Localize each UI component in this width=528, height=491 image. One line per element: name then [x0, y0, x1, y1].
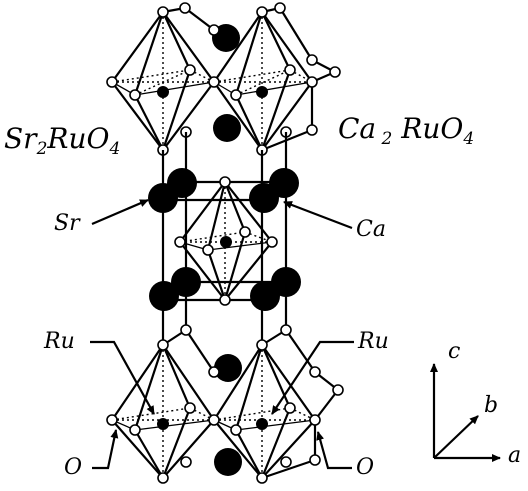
sr-atom — [149, 281, 179, 311]
a-axis-label: a — [508, 443, 521, 468]
ca-label: Ca — [356, 217, 386, 242]
ru-left-pointer-arrow — [90, 340, 155, 415]
ru-atom — [220, 236, 232, 248]
top-left-octahedron — [110, 10, 216, 152]
ca-atom — [250, 281, 280, 311]
ru-atom — [256, 86, 268, 98]
ca2ruo4-label: Ca 2 RuO4 — [338, 112, 474, 149]
atom-labels: Sr Ca Ru Ru O O — [43, 198, 389, 480]
o-left-pointer-arrow — [92, 429, 119, 470]
ru-atom — [157, 86, 169, 98]
sr-pointer-arrow — [91, 198, 149, 226]
large-cation-atom — [213, 114, 241, 142]
crystal-axes: c b a — [430, 339, 521, 468]
sr-atom — [148, 183, 178, 213]
o-right-label: O — [356, 455, 374, 480]
sr-label: Sr — [54, 211, 81, 236]
middle-octahedron — [174, 176, 278, 306]
large-cation-atom — [214, 354, 242, 382]
b-axis-label: b — [484, 393, 498, 418]
ru-right-pointer-arrow — [271, 340, 354, 415]
c-axis-label: c — [448, 339, 460, 364]
top-octahedra-layer — [106, 2, 341, 156]
ru-left-label: Ru — [43, 329, 75, 354]
ca-pointer-arrow — [283, 200, 353, 230]
sr-ca-atoms — [148, 168, 301, 311]
o-left-label: O — [64, 455, 82, 480]
sr-atom — [171, 267, 201, 297]
large-cation-atom — [214, 448, 242, 476]
bottom-oxygen-atoms — [106, 324, 344, 484]
formula-labels: Sr2RuO4 Ca 2 RuO4 — [4, 112, 474, 159]
ru-atom — [157, 418, 169, 430]
b-axis-arrow — [433, 415, 479, 459]
o-right-pointer-arrow — [316, 431, 352, 470]
ca-atom — [249, 183, 279, 213]
ru-right-label: Ru — [357, 329, 389, 354]
ru-atom — [256, 418, 268, 430]
bottom-octahedra-layer — [106, 324, 344, 484]
sr2ruo4-label: Sr2RuO4 — [4, 122, 120, 159]
